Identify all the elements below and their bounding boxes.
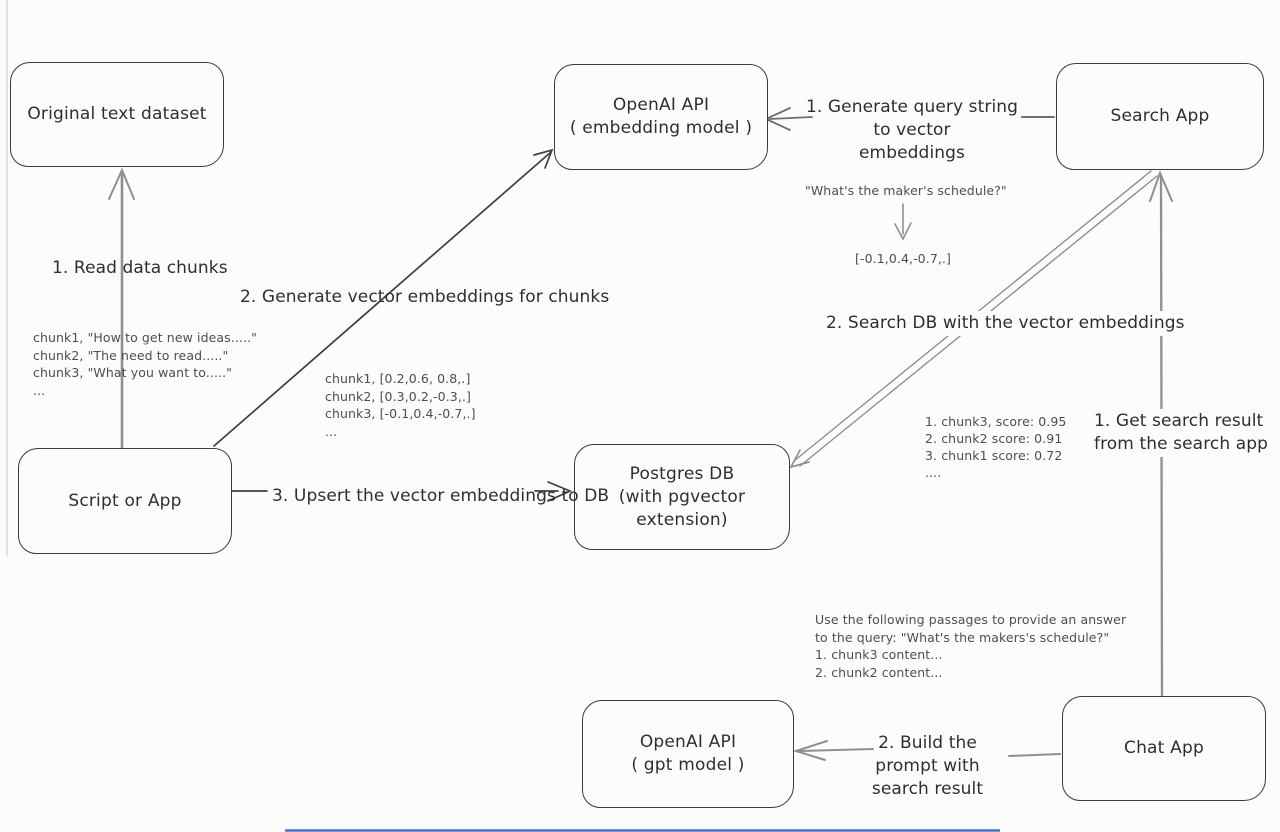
- note-line: 1. chunk3 content...: [815, 647, 943, 662]
- node-label: Search App: [1110, 106, 1210, 126]
- label-build-prompt-line2: search result: [871, 779, 984, 799]
- node-label: Original text dataset: [27, 104, 207, 124]
- note-line: chunk1, "How to get new ideas.....": [33, 330, 257, 345]
- note-query-string: "What's the maker's schedule?": [805, 183, 1007, 198]
- label-search-db: 2. Search DB with the vector embeddings: [822, 311, 1189, 336]
- node-label-line1: OpenAI API: [639, 732, 737, 752]
- note-line: chunk3, "What you want to.....": [33, 365, 233, 380]
- note-line: ...: [325, 423, 338, 439]
- note-line: 2. chunk2 content...: [815, 664, 943, 680]
- node-label-line1: Postgres DB: [629, 463, 735, 484]
- note-line: 2. chunk2 score: 0.91: [925, 431, 1063, 446]
- label-gen-query-line1: 1. Generate query string to vector: [805, 97, 1019, 140]
- label-get-result: 1. Get search result from the search app: [1090, 409, 1273, 457]
- note-query-vector: [-0.1,0.4,-0.7,.]: [854, 251, 951, 266]
- note-scores: 1. chunk3, score: 0.95 2. chunk2 score: …: [925, 413, 1066, 481]
- node-label-line2: ( gpt model ): [631, 755, 745, 775]
- note-line: ...: [33, 382, 46, 398]
- node-search-app: Search App: [1056, 63, 1264, 170]
- edge-build-prompt: [792, 740, 1061, 761]
- note-line: to the query: "What's the makers's sched…: [815, 629, 1110, 645]
- edge-query-to-vector: [894, 203, 912, 241]
- label-build-prompt-line1: 2. Build the prompt with: [875, 733, 980, 776]
- note-line: chunk3, [-0.1,0.4,-0.7,.]: [325, 406, 476, 421]
- node-original-text-dataset: Original text dataset: [10, 62, 224, 167]
- label-get-result-line2: from the search app: [1094, 434, 1269, 454]
- edge-read-chunks: [108, 167, 135, 452]
- edge-gen-embeddings: [213, 148, 554, 447]
- note-line: 1. chunk3, score: 0.95: [925, 414, 1067, 429]
- label-build-prompt: 2. Build the prompt with search result: [845, 732, 1010, 801]
- node-label: Script or App: [68, 490, 182, 511]
- note-chunk-vectors: chunk1, [0.2,0.6, 0.8,.] chunk2, [0.3,0.…: [325, 370, 476, 440]
- note-line: Use the following passages to provide an…: [815, 612, 1127, 627]
- node-label-line1: OpenAI API: [612, 95, 710, 115]
- note-line: chunk2, [0.3,0.2,-0.3,.]: [325, 388, 471, 404]
- node-chat-app: Chat App: [1062, 696, 1266, 801]
- note-line: chunk1, [0.2,0.6, 0.8,.]: [325, 371, 471, 386]
- note-line: 3. chunk1 score: 0.72: [925, 448, 1063, 463]
- node-script-or-app: Script or App: [18, 448, 232, 554]
- node-label-line2: ( embedding model ): [569, 118, 753, 138]
- note-line: ....: [925, 465, 942, 480]
- note-chunk-texts: chunk1, "How to get new ideas....." chun…: [33, 329, 257, 399]
- edge-upsert: [230, 481, 573, 502]
- label-get-result-line1: 1. Get search result: [1094, 411, 1264, 431]
- node-label-line2: (with pgvector extension): [618, 486, 746, 530]
- node-postgres-db: Postgres DB (with pgvector extension): [574, 444, 790, 550]
- node-label: Chat App: [1124, 738, 1204, 758]
- label-gen-embeddings: 2. Generate vector embeddings for chunks: [240, 287, 610, 307]
- label-upsert: 3. Upsert the vector embeddings to DB: [272, 486, 610, 506]
- label-read-chunks: 1. Read data chunks: [52, 258, 228, 278]
- label-gen-query: 1. Generate query string to vector embed…: [798, 96, 1026, 165]
- note-prompt: Use the following passages to provide an…: [815, 611, 1126, 681]
- label-gen-query-line2: embeddings: [859, 143, 965, 163]
- note-line: chunk2, "The need to read.....": [33, 347, 229, 363]
- node-openai-embedding: OpenAI API ( embedding model ): [554, 64, 768, 170]
- node-openai-gpt: OpenAI API ( gpt model ): [582, 700, 794, 808]
